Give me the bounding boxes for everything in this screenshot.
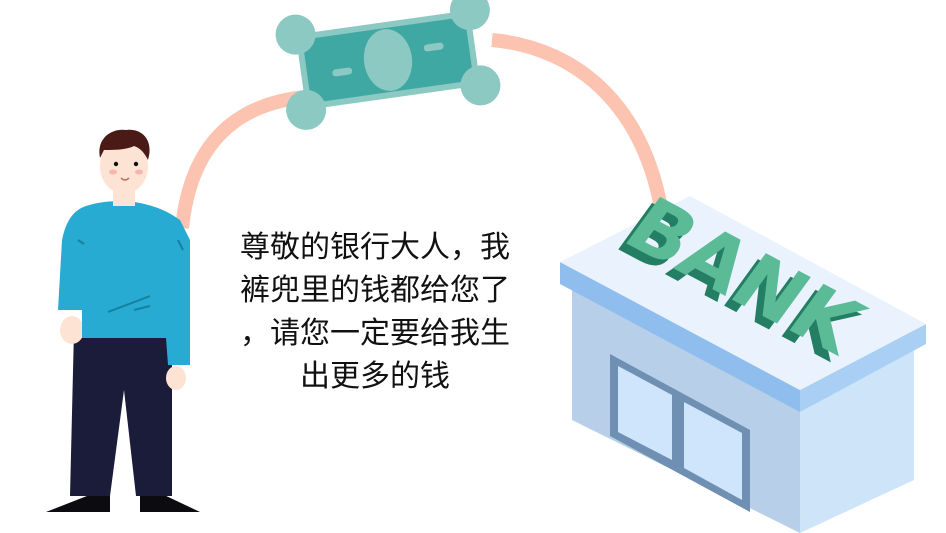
caption-line-4: 出更多的钱 (300, 359, 450, 394)
arc-person-to-money (175, 89, 319, 229)
bank-building-illustration: BANK BANK (560, 181, 926, 533)
caption-line-2: 裤兜里的钱都给您了 (240, 273, 510, 308)
arc-money-to-bank (491, 33, 671, 229)
person-illustration (46, 129, 200, 512)
caption-line-1: 尊敬的银行大人，我 (240, 230, 510, 265)
speech-caption: 尊敬的银行大人，我 裤兜里的钱都给您了 ，请您一定要给我生 出更多的钱 (216, 226, 534, 398)
money-bill-icon (275, 0, 501, 130)
caption-line-3: ，请您一定要给我生 (240, 316, 510, 351)
